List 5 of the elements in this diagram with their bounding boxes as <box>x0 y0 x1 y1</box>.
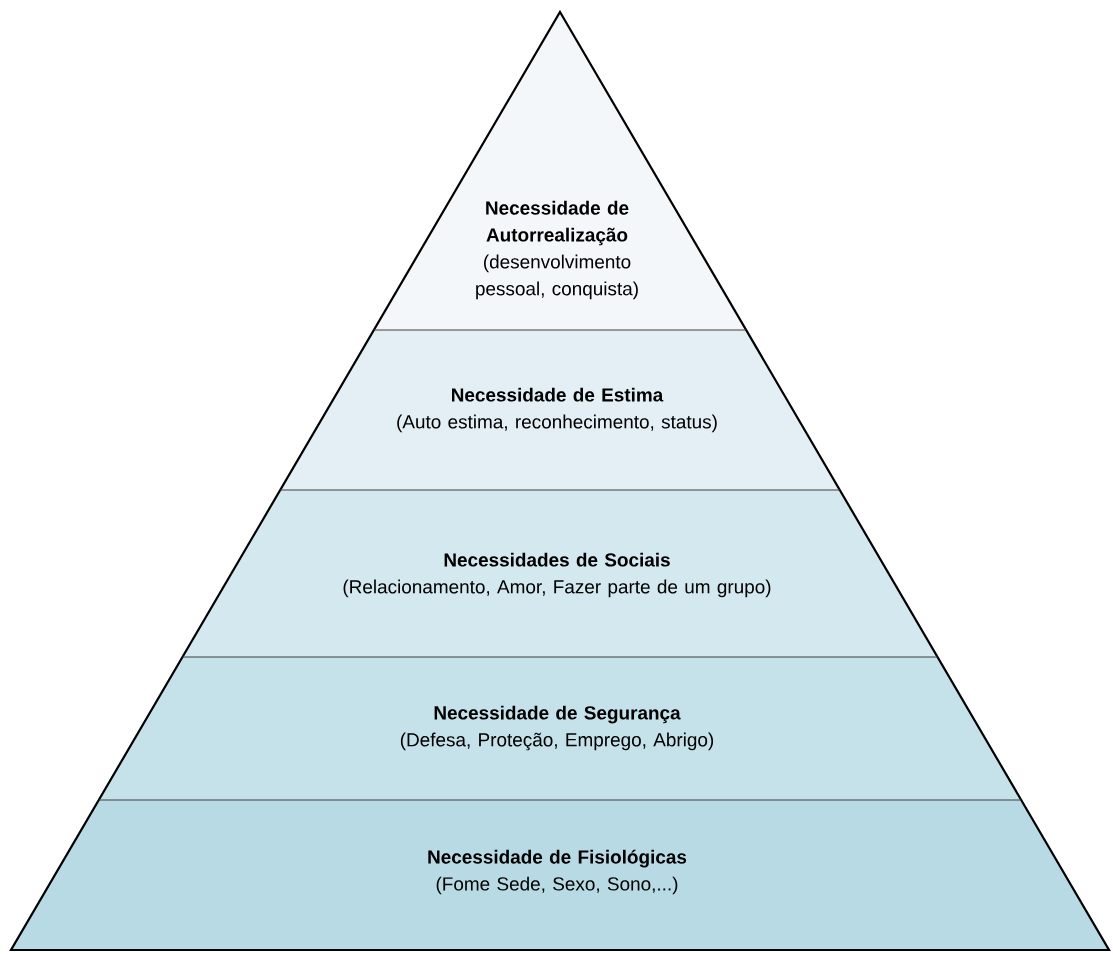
pyramid-level: Necessidade de Segurança (Defesa, Proteção, Emprego, Abrigo) <box>98 657 1022 800</box>
pyramid-level: Necessidade de Autorrealização (desenvolvimento pessoal, conquista) <box>373 12 747 330</box>
pyramid-level: Necessidade de Fisiológicas (Fome Sede, Sexo, Sono,...) <box>11 800 1109 950</box>
pyramid-level: Necessidades de Sociais (Relacionamento, Amor, Fazer parte de um grupo) <box>182 490 938 657</box>
pyramid-level: Necessidade de Estima (Auto estima, reconhecimento, status) <box>280 330 840 490</box>
